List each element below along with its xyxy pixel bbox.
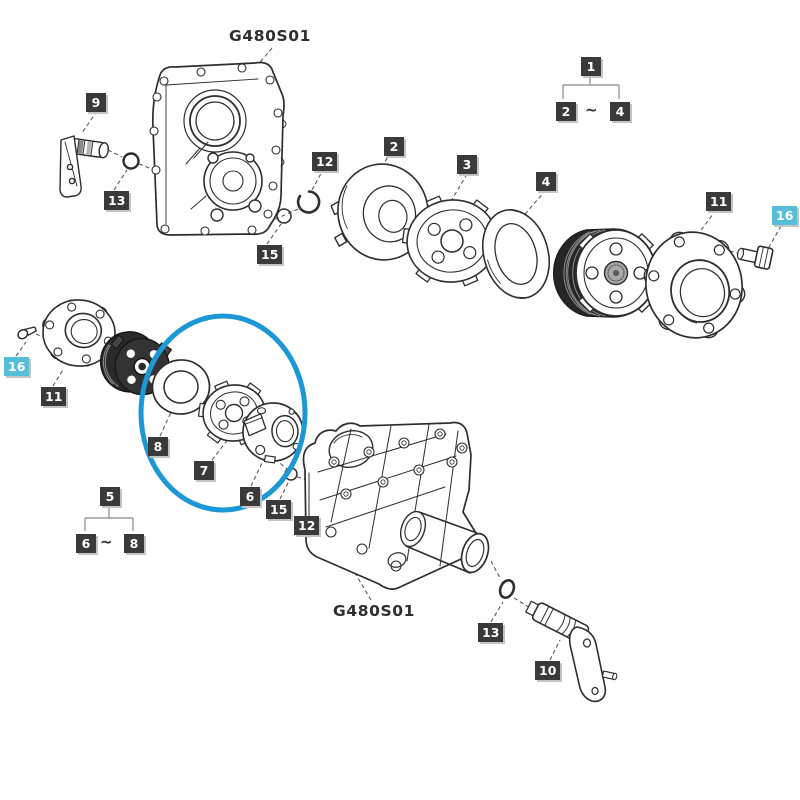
gearbox-housing-top-drawing (149, 61, 287, 236)
snap-ring-12-top-drawing (296, 190, 321, 214)
part-label-10[interactable]: 10 (535, 661, 561, 680)
part-label-13-bottom[interactable]: 13 (478, 623, 504, 642)
gearbox-housing-bottom-drawing (302, 421, 490, 590)
part-label-7[interactable]: 7 (194, 461, 214, 480)
diagram-code-bottom: G480S01 (333, 602, 416, 620)
spring-drum-drawing (552, 228, 657, 318)
part-label-15-bottom[interactable]: 15 (266, 500, 292, 519)
part-label-15-top[interactable]: 15 (257, 245, 283, 264)
group-5-range-from[interactable]: 6 (76, 534, 96, 553)
diagram-code-top: G480S01 (229, 27, 312, 45)
shift-lever-9-drawing (59, 135, 110, 198)
bolt-16-right-drawing (736, 245, 774, 270)
part-label-13-top[interactable]: 13 (104, 191, 130, 210)
part-label-11-right[interactable]: 11 (706, 192, 732, 211)
part-label-16-left[interactable]: 16 (4, 357, 30, 376)
part-label-12-top[interactable]: 12 (312, 152, 338, 171)
flange-11-right-drawing (643, 231, 746, 339)
friction-disc-4-drawing (482, 209, 550, 299)
group-5-range-to[interactable]: 8 (124, 534, 144, 553)
group-1-range-from[interactable]: 2 (556, 102, 576, 121)
o-ring-13-top-drawing (122, 152, 140, 170)
part-label-6[interactable]: 6 (240, 487, 260, 506)
friction-ring-8-drawing (151, 359, 211, 415)
hub-6-drawing (242, 402, 304, 464)
part-label-1[interactable]: 1 (581, 57, 601, 76)
highlight-circle (138, 313, 308, 513)
group-5-range-tilde: ~ (100, 533, 113, 551)
part-label-4[interactable]: 4 (536, 172, 556, 191)
part-label-8[interactable]: 8 (148, 437, 168, 456)
ring-15-top-drawing (276, 208, 292, 224)
part-label-9[interactable]: 9 (86, 93, 106, 112)
group-1-range-tilde: ~ (585, 101, 598, 119)
o-ring-13-bottom-drawing (498, 579, 516, 599)
part-label-5[interactable]: 5 (100, 487, 120, 506)
group-brackets (84, 77, 620, 531)
flange-11-left-drawing (42, 299, 116, 367)
part-label-2[interactable]: 2 (384, 137, 404, 156)
bolt-16-left-drawing (17, 326, 37, 340)
part-label-3[interactable]: 3 (457, 155, 477, 174)
part-label-16-right[interactable]: 16 (772, 206, 798, 225)
part-label-12-bottom[interactable]: 12 (294, 516, 320, 535)
shift-lever-10-drawing (525, 600, 618, 703)
group-1-range-to[interactable]: 4 (610, 102, 630, 121)
part-label-11-left[interactable]: 11 (41, 387, 67, 406)
clutch-plate-3-drawing (401, 195, 503, 287)
